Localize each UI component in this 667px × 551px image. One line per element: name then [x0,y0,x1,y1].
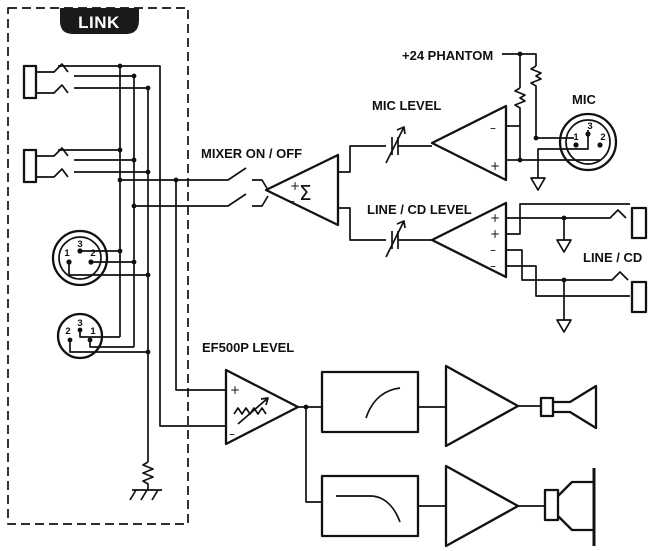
mixer-switch-icon [214,167,269,207]
svg-text:–: – [490,243,496,257]
svg-text:3: 3 [587,121,592,132]
link-title: LINK [78,13,120,32]
chassis-ground-icon [129,461,162,501]
mixer-on-off-label: MIXER ON / OFF [201,146,302,161]
phantom-label: +24 PHANTOM [402,48,493,63]
link-jack-1 [22,63,161,180]
svg-text:3: 3 [77,239,82,250]
link-xlr-female: 1 3 2 [51,229,151,287]
svg-text:1: 1 [90,326,96,337]
phantom-resistor-2 [514,87,526,122]
tweeter-power-amp [444,364,520,448]
ground-icon [556,239,572,253]
ef500p-level-label: EF500P LEVEL [202,340,294,355]
ground-icon [556,319,572,333]
svg-text:2: 2 [90,248,95,259]
line-cd-preamp: + + – – [430,201,508,279]
svg-text:–: – [289,194,295,208]
ef500p-level-amplifier: + – [224,368,300,446]
svg-text:+: + [490,159,500,173]
line-cd-label: LINE / CD [583,250,642,265]
woofer-speaker-icon [543,468,596,546]
high-pass-filter [320,370,420,434]
ground-icon [530,177,546,191]
mic-xlr-connector: 1 3 2 [558,112,618,172]
phantom-resistor-1 [530,65,542,100]
woofer-power-amp [444,464,520,548]
svg-text:2: 2 [600,132,605,143]
link-jack-2 [22,147,151,184]
line-cd-level-label: LINE / CD LEVEL [367,202,472,217]
svg-text:+: + [490,227,500,241]
sigma-icon: Σ [299,181,312,205]
summing-amplifier: + – Σ [264,153,340,227]
svg-text:–: – [229,427,235,441]
mic-label: MIC [572,92,596,107]
line-cd-jack-1 [630,206,648,240]
svg-text:–: – [490,259,496,273]
svg-text:1: 1 [573,132,579,143]
link-badge [60,8,139,34]
line-cd-jack-2 [630,280,648,314]
svg-text:1: 1 [64,248,70,259]
mic-preamp: – + [430,104,508,182]
svg-text:2: 2 [65,326,70,337]
svg-text:3: 3 [77,318,82,329]
tweeter-horn-icon [539,384,598,430]
line-cd-level-control [380,220,432,258]
svg-text:+: + [290,179,300,193]
link-xlr-male: 2 3 1 [56,312,151,360]
svg-text:–: – [490,121,496,135]
mic-level-label: MIC LEVEL [372,98,441,113]
svg-text:+: + [230,383,240,397]
low-pass-filter [320,474,420,538]
link-panel: LINK 1 3 [7,7,189,525]
mic-level-control [380,126,432,164]
svg-text:+: + [490,211,500,225]
